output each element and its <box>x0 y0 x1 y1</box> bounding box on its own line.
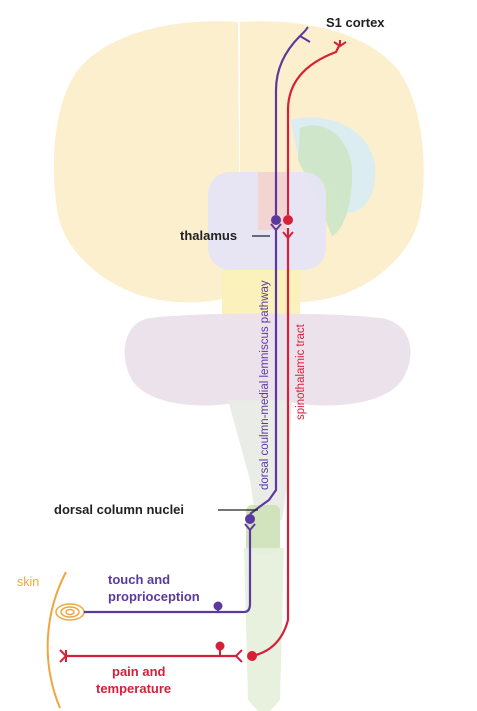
skin-line <box>48 572 66 708</box>
thalamus-label: thalamus <box>180 228 237 243</box>
pain-label-line1: pain and <box>112 664 166 679</box>
dcml-nuclei-soma <box>245 514 255 524</box>
pain-label-line2: temperature <box>96 681 171 696</box>
stt-thalamus-soma <box>283 215 293 225</box>
dcml-pathway-label: dorsal coulmn-medial lemniscus pathway <box>259 280 271 490</box>
skin-group: skin <box>17 572 84 708</box>
spinothalamic-tract-label: spinothalamic tract <box>295 323 307 420</box>
touch-label-line2: proprioception <box>108 589 200 604</box>
skin-label: skin <box>17 575 39 589</box>
s1-cortex-label: S1 cortex <box>326 15 385 30</box>
brain-background <box>54 21 424 711</box>
touch-label-line1: touch and <box>108 572 170 587</box>
touch-receptor-icon <box>56 604 84 620</box>
stt-synapse-fork-cord <box>236 650 242 662</box>
dcml-thalamus-soma <box>271 215 281 225</box>
stt-skin-ending-icon <box>60 650 66 662</box>
dorsal-column-nuclei-label: dorsal column nuclei <box>54 502 184 517</box>
